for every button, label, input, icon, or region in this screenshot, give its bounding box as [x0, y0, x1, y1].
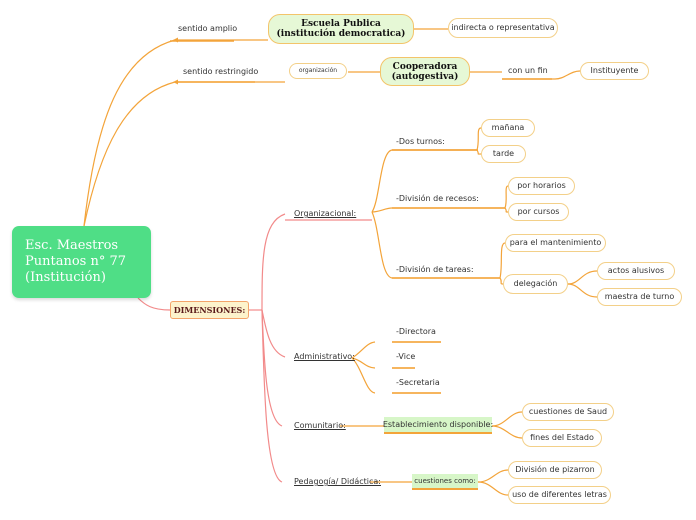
secretaria-label: -Secretaria	[396, 378, 440, 387]
comunitario-label[interactable]: Comunitario:	[294, 421, 346, 430]
instituyente-node[interactable]: Instituyente	[580, 62, 649, 80]
sentido-restringido-label: sentido restringido	[183, 67, 259, 76]
con-un-fin-label: con un fin	[508, 66, 548, 75]
cooperadora-title: Cooperadora	[392, 61, 458, 72]
organizacional-label[interactable]: Organizacional:	[294, 209, 357, 218]
mantenimiento-node[interactable]: para el mantenimiento	[505, 234, 606, 252]
escuela-publica-subtitle: (institución democratica)	[276, 29, 406, 39]
pedagogia-label[interactable]: Pedagogía/ Didáctica:	[294, 477, 381, 486]
division-recesos-label: -División de recesos:	[396, 194, 479, 203]
uso-letras-node[interactable]: uso de diferentes letras	[508, 486, 611, 504]
dos-turnos-label: -Dos turnos:	[396, 137, 445, 146]
root-title-line2: Puntanos n° 77	[25, 254, 127, 269]
escuela-publica-node[interactable]: Escuela Publica (institución democratica…	[268, 14, 414, 44]
root-title-line3: (Institución)	[25, 270, 106, 285]
division-tareas-label: -División de tareas:	[396, 265, 474, 274]
establecimiento-note[interactable]: Establecimiento disponible:	[383, 417, 493, 434]
delegacion-node[interactable]: delegación	[503, 274, 568, 294]
organizacion-node[interactable]: organización	[289, 63, 347, 79]
cuestiones-salud-node[interactable]: cuestiones de Saud	[522, 403, 614, 421]
tarde-node[interactable]: tarde	[481, 145, 526, 163]
division-pizarron-node[interactable]: División de pizarron	[508, 461, 602, 479]
maestra-turno-node[interactable]: maestra de turno	[597, 288, 682, 306]
sentido-amplio-label: sentido amplio	[178, 24, 238, 33]
vice-label: -Vice	[396, 352, 416, 361]
administrativo-label[interactable]: Administrativo:	[294, 352, 355, 361]
directora-label: -Directora	[396, 327, 436, 336]
indirecta-node[interactable]: indirecta o representativa	[448, 18, 558, 38]
root-title-line1: Esc. Maestros	[25, 238, 119, 253]
actos-alusivos-node[interactable]: actos alusivos	[597, 262, 675, 280]
por-horarios-node[interactable]: por horarios	[508, 177, 575, 195]
cooperadora-subtitle: (autogestiva)	[391, 71, 459, 82]
fines-estado-node[interactable]: fines del Estado	[522, 429, 602, 447]
dimensiones-node[interactable]: DIMENSIONES:	[170, 301, 249, 319]
root-node[interactable]: Esc. Maestros Puntanos n° 77 (Institució…	[12, 226, 151, 298]
cooperadora-node[interactable]: Cooperadora (autogestiva)	[380, 57, 470, 86]
por-cursos-node[interactable]: por cursos	[508, 203, 569, 221]
escuela-publica-title: Escuela Publica	[301, 19, 381, 29]
cuestiones-como-note[interactable]: cuestiones como:	[412, 474, 478, 490]
manana-node[interactable]: mañana	[481, 119, 535, 137]
